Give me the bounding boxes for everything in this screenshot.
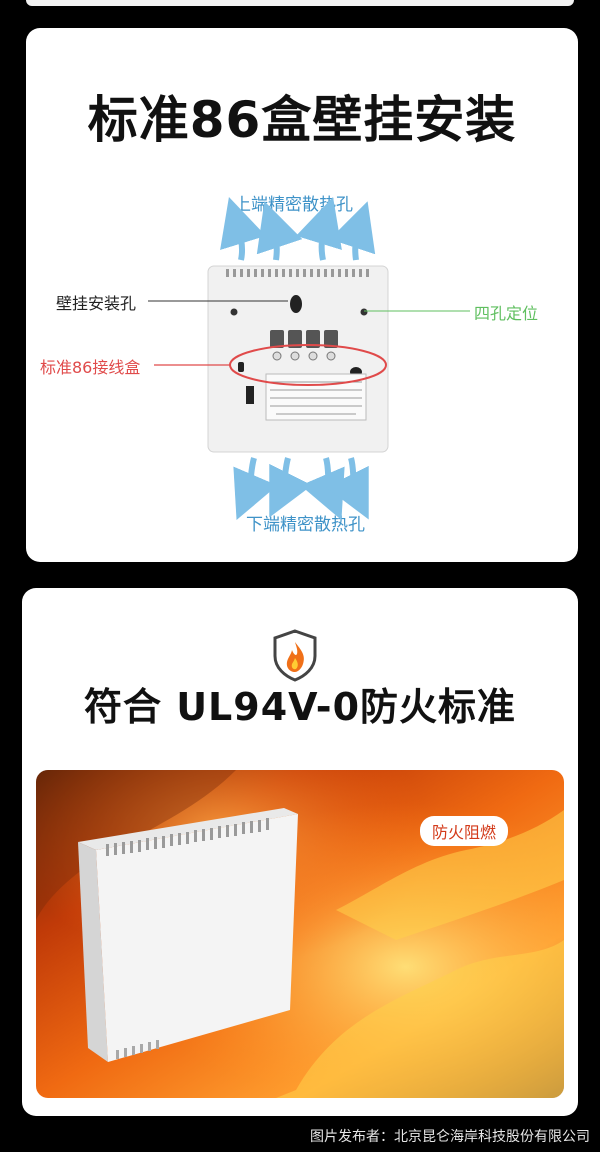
box-86-callout: 标准86接线盒 (40, 358, 141, 377)
install-card: 标准86盒壁挂安装 上端精密散热孔 下端精密散热孔 (26, 28, 578, 562)
device-diagram (148, 197, 470, 521)
mount-hole-callout: 壁挂安装孔 (56, 294, 137, 313)
fire-retardant-badge: 防火阻燃 (420, 816, 509, 846)
top-vent-arrows (220, 197, 376, 261)
mount-hole (290, 295, 302, 313)
device-back-panel (207, 265, 389, 453)
install-title: 标准86盒壁挂安装 (87, 91, 517, 149)
top-strip (26, 0, 574, 6)
product-box (78, 808, 298, 1062)
publisher-footer: 图片发布者：北京昆仑海岸科技股份有限公司 (310, 1129, 590, 1145)
fire-photo: 防火阻燃 (36, 770, 564, 1098)
fireproof-card: 符合 UL94V-0防火标准 (22, 588, 578, 1116)
four-hole-callout: 四孔定位 (474, 304, 539, 323)
bottom-vent-arrows (233, 457, 369, 521)
fireproof-title: 符合 UL94V-0防火标准 (83, 685, 517, 729)
fire-shield-icon (273, 629, 317, 682)
